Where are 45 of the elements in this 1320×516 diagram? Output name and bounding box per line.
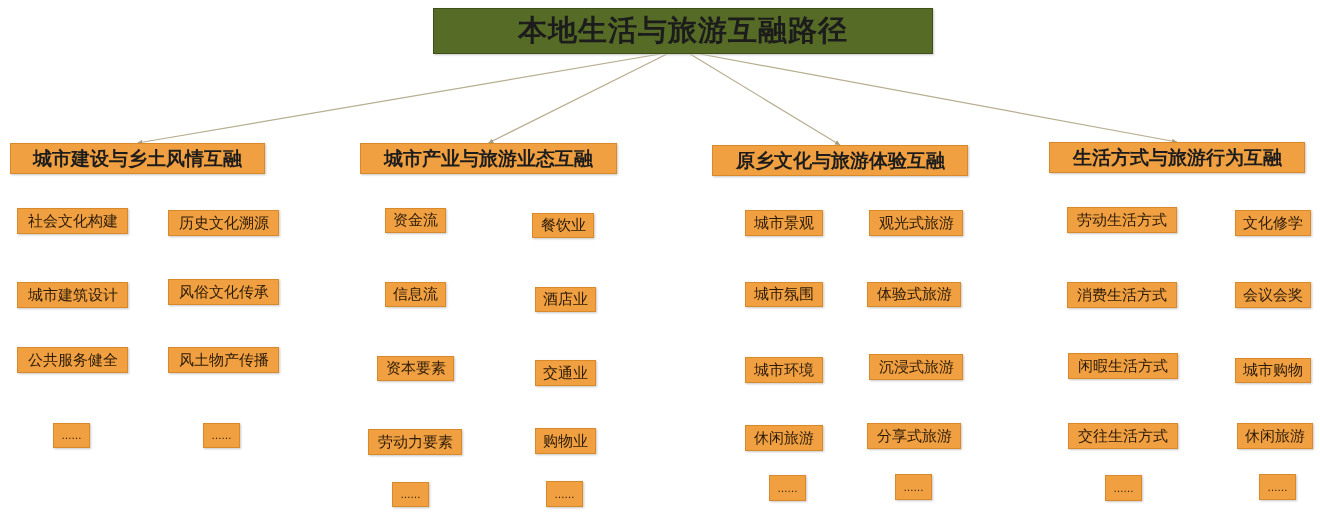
item-box: 休闲旅游 [745,425,823,451]
item-box: 观光式旅游 [869,210,963,236]
ellipsis-box: …… [392,482,429,507]
ellipsis-box: …… [546,481,583,507]
item-box: 酒店业 [535,287,596,312]
item-box: 城市购物 [1235,358,1311,383]
connector-line [689,53,841,146]
ellipsis-box: …… [1105,475,1142,501]
item-box: 城市景观 [745,210,823,236]
item-box: 资金流 [385,208,446,233]
title-box: 本地生活与旅游互融路径 [433,8,933,54]
category-box: 生活方式与旅游行为互融 [1049,142,1305,173]
item-box: 城市氛围 [745,282,823,307]
ellipsis-box: …… [769,475,806,501]
ellipsis-box: …… [1259,474,1296,500]
item-box: 休闲旅游 [1237,423,1313,449]
item-box: 分享式旅游 [867,423,961,449]
item-box: 劳动力要素 [368,429,462,455]
item-box: 城市建筑设计 [17,282,128,308]
item-box: 沉浸式旅游 [869,354,963,380]
item-box: 会议会奖 [1235,282,1311,308]
category-box: 原乡文化与旅游体验互融 [712,145,968,176]
item-box: 购物业 [535,428,596,454]
category-box: 城市建设与乡土风情互融 [10,143,265,174]
item-box: 闲暇生活方式 [1068,353,1178,379]
item-box: 餐饮业 [532,213,594,238]
item-box: 风俗文化传承 [168,279,279,305]
item-box: 消费生活方式 [1067,282,1177,308]
ellipsis-box: …… [895,474,932,500]
item-box: 公共服务健全 [17,347,128,373]
item-box: 社会文化构建 [17,208,128,234]
item-box: 体验式旅游 [867,282,961,307]
ellipsis-box: …… [53,423,90,448]
item-box: 历史文化溯源 [168,210,279,236]
item-box: 交通业 [535,360,596,386]
category-box: 城市产业与旅游业态互融 [360,143,617,174]
connector-line [487,53,668,144]
item-box: 文化修学 [1235,210,1311,236]
item-box: 劳动生活方式 [1067,207,1177,233]
ellipsis-box: …… [203,423,240,448]
item-box: 城市环境 [745,357,823,383]
item-box: 信息流 [385,282,446,307]
item-box: 资本要素 [377,356,454,381]
item-box: 交往生活方式 [1068,423,1178,449]
item-box: 风土物产传播 [168,347,279,373]
